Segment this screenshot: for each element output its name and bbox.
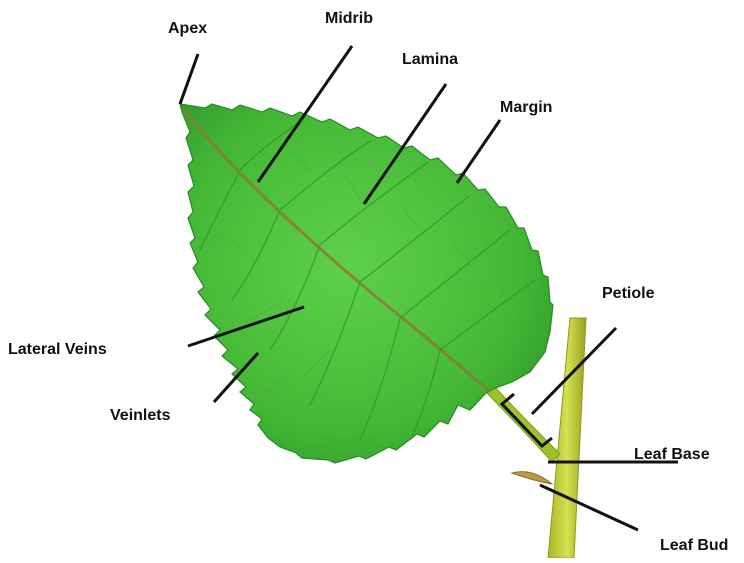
lamina-label: Lamina — [402, 51, 458, 68]
apex-label: Apex — [168, 20, 207, 37]
margin-pointer — [457, 120, 500, 183]
margin-label: Margin — [500, 99, 552, 116]
veinlets-label: Veinlets — [110, 407, 171, 424]
stem — [548, 318, 586, 558]
lateral-veins-label: Lateral Veins — [8, 341, 107, 358]
midrib-label: Midrib — [325, 10, 373, 27]
leaf-bud-label: Leaf Bud — [660, 537, 728, 554]
petiole-label: Petiole — [602, 285, 655, 302]
leaf-base-label: Leaf Base — [634, 446, 710, 463]
leaf-blade — [180, 104, 553, 463]
apex-pointer — [180, 54, 198, 104]
leaf-bud — [512, 472, 552, 484]
